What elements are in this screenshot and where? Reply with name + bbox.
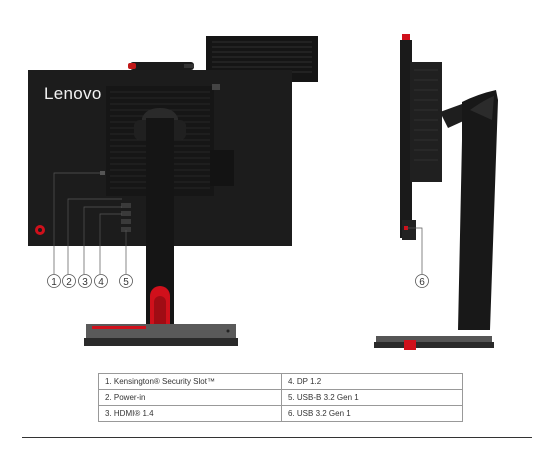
bottom-divider <box>22 437 532 438</box>
callout-1-label: 1 <box>51 277 57 288</box>
table-row: 2. Power-in 5. USB-B 3.2 Gen 1 <box>98 389 463 406</box>
callout-1: 1 <box>47 274 61 288</box>
callout-2: 2 <box>62 274 76 288</box>
callout-6-label: 6 <box>419 277 425 288</box>
side-view-monitor <box>374 34 498 350</box>
port-1-cell: 1. Kensington® Security Slot™ <box>98 373 282 390</box>
callout-3: 3 <box>78 274 92 288</box>
callout-6: 6 <box>415 274 429 288</box>
stand-column <box>134 108 186 336</box>
power-button-icon <box>35 225 45 235</box>
callout-5-label: 5 <box>123 277 129 288</box>
port-legend-table: 1. Kensington® Security Slot™ 4. DP 1.2 … <box>98 373 463 422</box>
port-4-cell: 4. DP 1.2 <box>281 373 463 390</box>
port-3-cell: 3. HDMI® 1.4 <box>98 405 282 422</box>
callout-4: 4 <box>94 274 108 288</box>
callout-3-label: 3 <box>82 277 88 288</box>
port-2-cell: 2. Power-in <box>98 389 282 406</box>
brand-logo: Lenovo <box>44 84 102 103</box>
table-row: 3. HDMI® 1.4 6. USB 3.2 Gen 1 <box>98 405 463 422</box>
rear-port-cluster <box>100 171 131 232</box>
callout-2-label: 2 <box>66 277 72 288</box>
table-row: 1. Kensington® Security Slot™ 4. DP 1.2 <box>98 373 463 390</box>
port-5-cell: 5. USB-B 3.2 Gen 1 <box>281 389 463 406</box>
stand-base <box>84 324 238 346</box>
port-6-cell: 6. USB 3.2 Gen 1 <box>281 405 463 422</box>
callout-5: 5 <box>119 274 133 288</box>
callout-4-label: 4 <box>98 277 104 288</box>
callout-leaders <box>53 172 127 274</box>
webcam-module <box>128 62 194 70</box>
callout-6-leader <box>407 227 423 274</box>
